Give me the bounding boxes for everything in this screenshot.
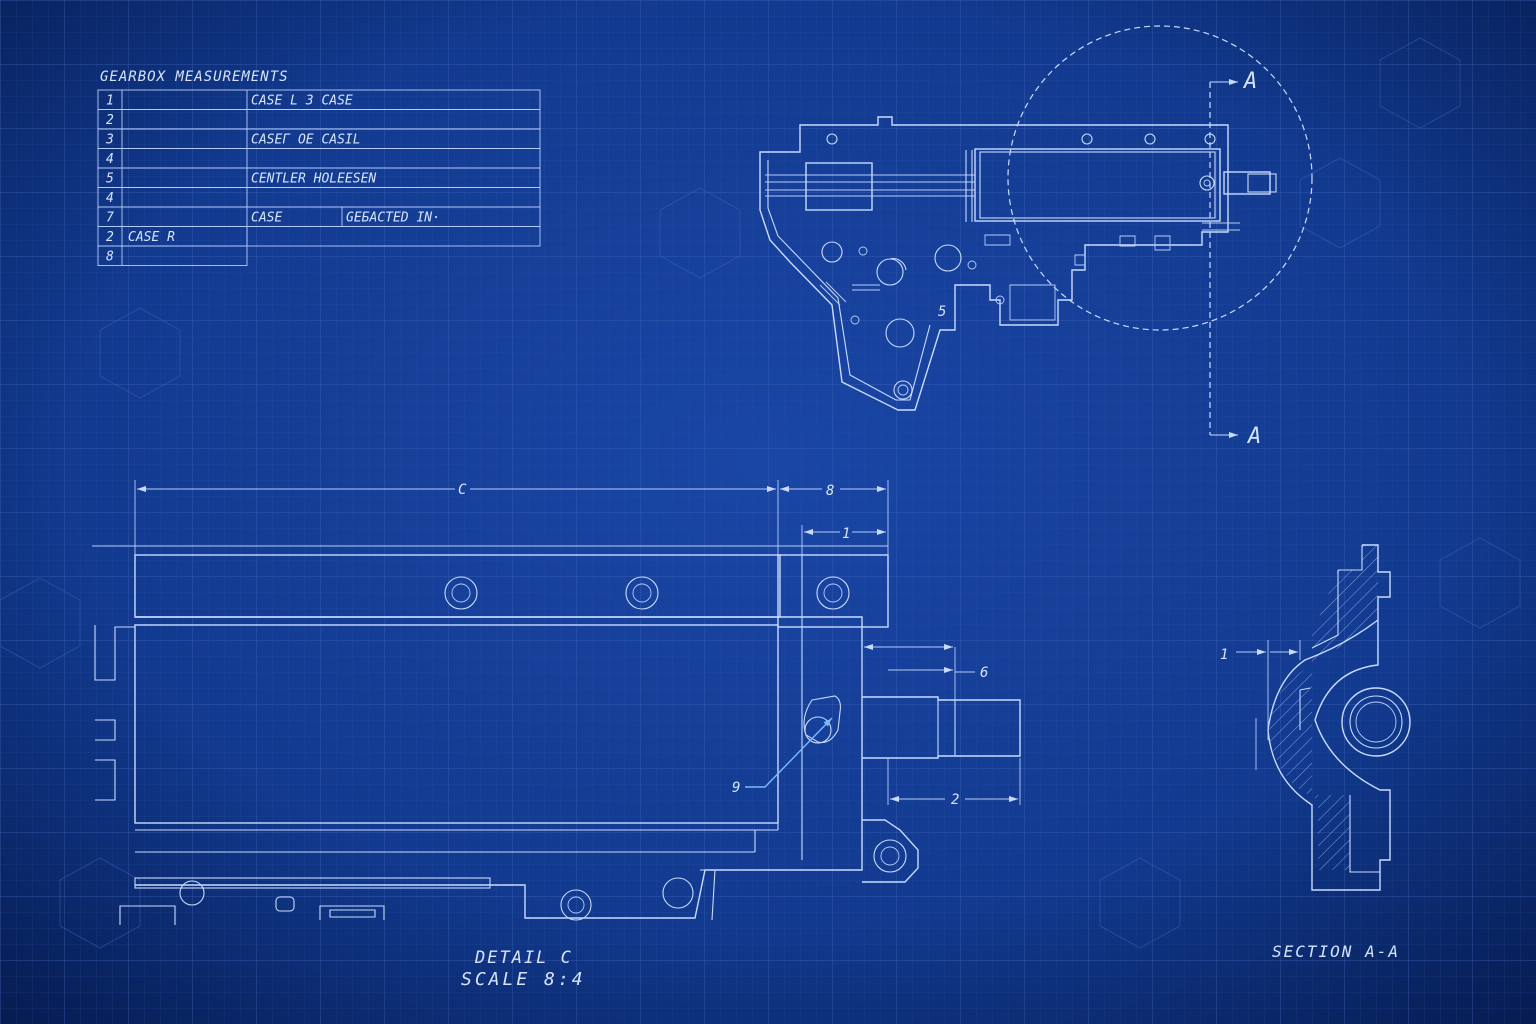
gearbox-side-view: 5 A A (759, 25, 1313, 449)
dim-inner-label: 1 (842, 526, 850, 542)
left-tabs (94, 625, 135, 801)
table-cell-num: 5 (106, 172, 114, 187)
table-cell-num: 2 (106, 113, 114, 128)
gearbox-outline (759, 116, 1229, 411)
detail-hole-2 (625, 576, 659, 610)
table-row (97, 226, 541, 247)
detail-circle (1007, 25, 1313, 331)
section-bore (1341, 687, 1411, 757)
bearing-hole (821, 241, 843, 263)
detail-nozzle (862, 696, 1021, 759)
detail-scale: SCALE 8:4 (461, 969, 586, 990)
table-cell-num: 7 (106, 211, 114, 226)
table-cell-num: 8 (106, 250, 114, 265)
piston-head (805, 162, 873, 211)
detail-view: C 8 1 6 2 9 DETAIL C SCALE 8:4 (92, 480, 1021, 990)
hexagon-decoration (0, 37, 1521, 949)
table-cell-b: CASE (251, 211, 282, 226)
detail-hole-3 (816, 576, 850, 610)
detail-slot (803, 695, 841, 744)
callout-leader (745, 717, 833, 788)
dim-overall-label: C (458, 482, 467, 498)
section-outline (1267, 544, 1391, 891)
cylinder-body (974, 148, 1221, 222)
table-title: GEARBOX MEASUREMENTS (100, 69, 289, 85)
nozzle (1223, 171, 1271, 195)
table-cell-num: 4 (106, 152, 114, 167)
table-cell-num: 4 (106, 191, 114, 206)
table-cell-b: CASEГ ОЕ CASIL (251, 133, 361, 148)
dim-nozzle-length-label: 2 (951, 792, 959, 808)
section-dim-label: 1 (1220, 647, 1228, 663)
callout-hole-label: 9 (732, 780, 740, 796)
table-cell-c: GEБACTED IN· (346, 211, 440, 226)
section-title: SECTION A-A (1272, 942, 1400, 961)
table-cell-a: CASE R (128, 230, 175, 245)
detail-title: DETAIL C (474, 948, 573, 968)
detail-hole-1 (444, 576, 478, 610)
table-cell-b: CENTLER HOLEESEN (251, 172, 376, 187)
table-cell-num: 2 (106, 230, 114, 245)
table-cell-num: 1 (106, 94, 114, 109)
section-marker-top: A (1242, 69, 1257, 94)
table-row (97, 245, 248, 266)
dim-nozzle-offset-label: 6 (980, 665, 988, 681)
part-number-label: 5 (938, 304, 946, 320)
section-view: 1 SECTION A-A (1220, 544, 1411, 961)
dim-right-label: 8 (826, 483, 834, 499)
table-cell-num: 3 (105, 133, 114, 148)
table-cell-b: CASE L 3 CASE (251, 94, 353, 109)
section-marker-bottom: A (1246, 424, 1261, 449)
